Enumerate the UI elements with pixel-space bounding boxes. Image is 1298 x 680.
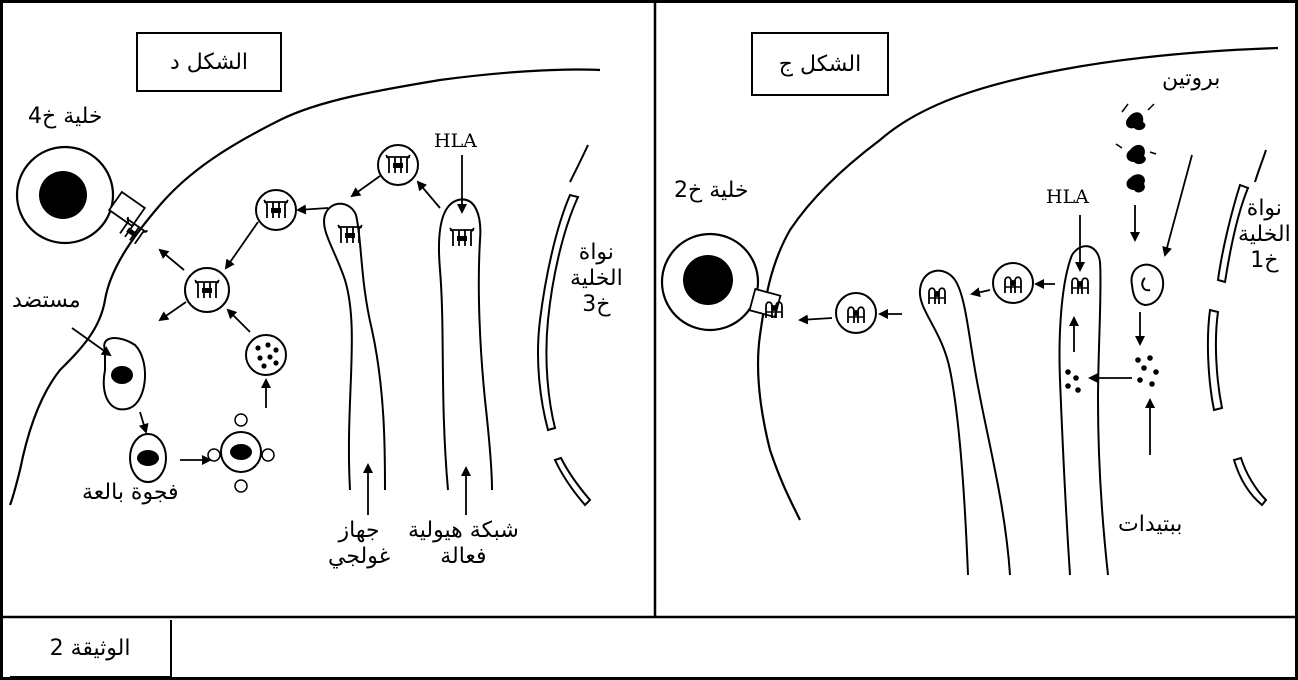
figure-d-drawing bbox=[10, 69, 600, 515]
nucleus-1-label: نواة الخلية خ1 bbox=[1238, 196, 1291, 274]
peptides-label: ببتيدات bbox=[1118, 512, 1182, 538]
hla-label-c: HLA bbox=[1046, 184, 1089, 210]
figure-c-title: الشكل ج bbox=[751, 32, 889, 96]
antigen-label: مستضد bbox=[12, 288, 81, 314]
rough-er-c bbox=[1060, 246, 1109, 575]
cell-4-nucleus bbox=[39, 171, 87, 219]
figure-d-title: الشكل د bbox=[136, 32, 282, 92]
golgi-apparatus-c bbox=[920, 271, 1010, 575]
document-label-box: الوثيقة 2 bbox=[10, 620, 172, 678]
antigen-particle bbox=[111, 366, 133, 384]
figure-c-drawing bbox=[662, 48, 1278, 575]
protein-label: بروتين bbox=[1162, 66, 1220, 92]
nucleus-3-envelope-a bbox=[570, 145, 588, 182]
nucleus-1-envelope-d bbox=[1234, 458, 1266, 505]
cell-2-nucleus bbox=[683, 255, 733, 305]
cell-2-label: خلية خ2 bbox=[674, 178, 749, 204]
cell-membrane-d bbox=[10, 69, 600, 505]
nucleus-1-envelope-a bbox=[1255, 150, 1266, 182]
nucleus-3-label: نواة الخلية خ3 bbox=[570, 240, 623, 318]
nucleus-1-envelope-c bbox=[1208, 310, 1222, 410]
peptides-cytosol bbox=[1135, 355, 1159, 387]
golgi-apparatus bbox=[324, 204, 385, 490]
phagosome-label: فجوة بالعة bbox=[82, 480, 179, 506]
document-label: الوثيقة 2 bbox=[50, 636, 131, 661]
figure-d-title-text: الشكل د bbox=[170, 50, 248, 75]
lysosome-vesicle bbox=[246, 335, 286, 375]
cell-4-label: خلية خ4 bbox=[28, 104, 103, 130]
figure-c-title-text: الشكل ج bbox=[779, 52, 861, 77]
tcr-receptor-d bbox=[109, 192, 145, 226]
nucleus-3-envelope-c bbox=[555, 458, 590, 505]
golgi-label: جهاز غولجي bbox=[328, 518, 390, 570]
proteasome bbox=[1132, 265, 1164, 305]
rough-er-label: شبكة هيولية فعالة bbox=[408, 518, 519, 570]
hla-label-d: HLA bbox=[434, 128, 477, 154]
phagosome-content bbox=[137, 450, 159, 466]
proteins bbox=[1116, 104, 1156, 192]
